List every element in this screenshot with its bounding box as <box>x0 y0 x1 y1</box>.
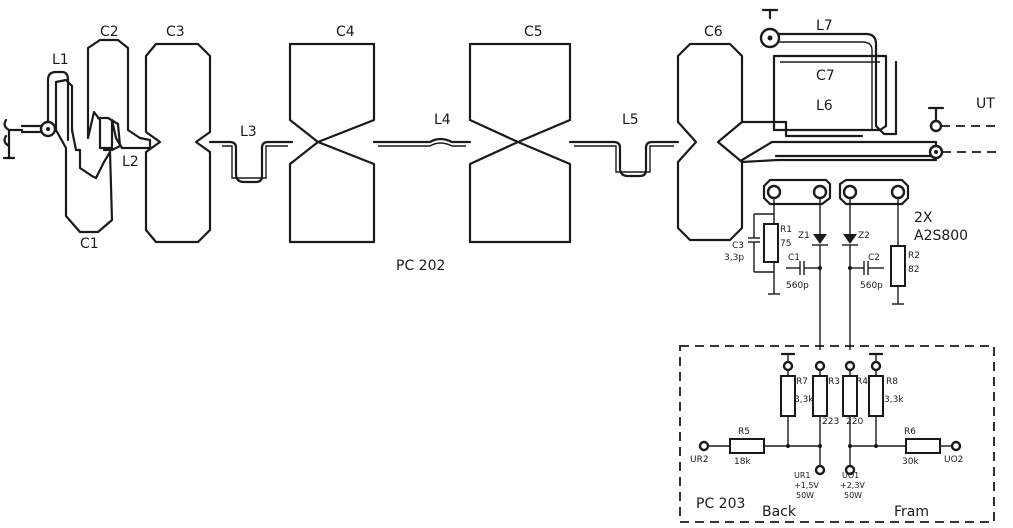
label-r1-val: 75 <box>780 239 791 249</box>
bias-capacitor-c2 <box>850 261 884 275</box>
label-r6-val: 30k <box>902 457 919 467</box>
label-bias-c1: C1 <box>788 253 800 263</box>
l2-trace <box>96 116 122 152</box>
label-ur1-volt: +1,5V <box>794 481 819 490</box>
label-bias-c2-val: 560p <box>860 281 883 291</box>
label-r4: R4 <box>856 377 868 387</box>
c1-pad <box>54 78 114 234</box>
pc203-board-outline <box>679 345 995 523</box>
label-r7-val: 3,3k <box>794 395 814 405</box>
label-uo1-volt: +2,3V <box>840 481 865 490</box>
label-r1: R1 <box>780 225 792 235</box>
l4-trace <box>372 137 472 147</box>
label-uo2: UO2 <box>944 455 963 465</box>
label-l3: L3 <box>240 124 257 140</box>
label-r7: R7 <box>796 377 808 387</box>
bias-capacitor-c1 <box>786 261 820 275</box>
label-c5: C5 <box>524 24 543 40</box>
c5-pad <box>468 42 572 244</box>
label-r2: R2 <box>908 251 920 261</box>
label-diode-qty: 2X <box>914 210 933 226</box>
label-ur1: UR1 <box>794 471 811 480</box>
label-c1: C1 <box>80 236 99 252</box>
label-c4: C4 <box>336 24 355 40</box>
detector-pad-right <box>838 178 910 206</box>
label-z1: Z1 <box>798 231 810 241</box>
label-c7: C7 <box>816 68 835 84</box>
input-connector <box>2 118 57 160</box>
label-c3: C3 <box>166 24 185 40</box>
label-r5: R5 <box>738 427 750 437</box>
label-l6: L6 <box>816 98 833 114</box>
c6-pad <box>676 42 744 242</box>
label-pc203: PC 203 <box>696 496 745 512</box>
output-line <box>740 106 1000 164</box>
label-r4-val: 220 <box>846 417 863 427</box>
pc203-circuit <box>698 352 962 476</box>
label-uo1: UO1 <box>842 471 859 480</box>
label-l1: L1 <box>52 52 69 68</box>
label-r2-val: 82 <box>908 265 919 275</box>
diode-z1 <box>812 198 828 350</box>
c7-l6-pad <box>772 54 888 132</box>
resistor-r2 <box>890 198 906 305</box>
label-uo1-pow: 50W <box>844 491 862 500</box>
label-c2: C2 <box>100 24 119 40</box>
label-c6: C6 <box>704 24 723 40</box>
c3-r1-network <box>748 198 780 295</box>
l5-trace <box>568 140 680 178</box>
label-bias-c3-val: 3,3p <box>724 253 744 263</box>
label-r3-val: 223 <box>822 417 839 427</box>
label-fram: Fram <box>894 504 929 520</box>
c4-pad <box>288 42 376 244</box>
diode-z2 <box>842 198 858 350</box>
label-ut: UT <box>976 96 995 112</box>
label-bias-c3: C3 <box>732 241 744 251</box>
detector-pad-left <box>762 178 832 206</box>
label-r5-val: 18k <box>734 457 751 467</box>
c3-pad <box>144 42 212 244</box>
label-r3: R3 <box>828 377 840 387</box>
label-l2: L2 <box>122 154 139 170</box>
label-ur2: UR2 <box>690 455 709 465</box>
label-r8-val: 3,3k <box>884 395 904 405</box>
label-ur1-pow: 50W <box>796 491 814 500</box>
l3-trace <box>208 140 294 184</box>
label-pc202: PC 202 <box>396 258 445 274</box>
label-r8: R8 <box>886 377 898 387</box>
label-l4: L4 <box>434 112 451 128</box>
label-back: Back <box>762 504 797 520</box>
l1-trace <box>46 70 70 142</box>
label-r6: R6 <box>904 427 916 437</box>
label-diode-type: A2S800 <box>914 228 968 244</box>
label-z2: Z2 <box>858 231 870 241</box>
label-bias-c1-val: 560p <box>786 281 809 291</box>
label-l5: L5 <box>622 112 639 128</box>
label-l7: L7 <box>816 18 833 34</box>
label-bias-c2: C2 <box>868 253 880 263</box>
